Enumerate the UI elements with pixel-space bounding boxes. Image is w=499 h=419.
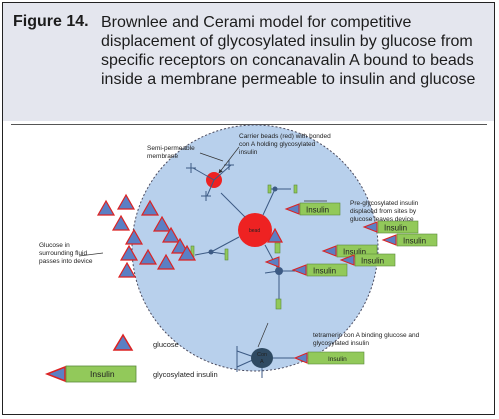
- legend-insulin-icon-bar: [65, 365, 137, 383]
- insulin-unit-7: Insulin: [381, 233, 438, 247]
- svg-text:Insulin: Insulin: [361, 257, 384, 266]
- svg-text:Insulin: Insulin: [343, 248, 366, 257]
- legend-glucose-icon: [112, 333, 134, 351]
- glucose-cluster-outside: [96, 193, 197, 278]
- legend-insulin-icon-triangle: [44, 365, 66, 383]
- diagram: bead: [39, 124, 438, 383]
- semi-permeable-label: Semi-permeable membrane: [147, 145, 197, 160]
- tetrameric-label: tetrameric con A binding glucose and gly…: [313, 332, 421, 347]
- figure-label: Figure 14.: [13, 13, 89, 30]
- legend-glucose-label: glucose: [153, 340, 179, 349]
- tetrameric-con-a: Con A Insulin: [236, 346, 365, 378]
- glucose-surrounding-label: Glucose in surrounding fluid passes into…: [39, 242, 93, 265]
- con-a-branches: [192, 164, 295, 299]
- figure-header: Figure 14. Brownlee and Cerami model for…: [3, 3, 494, 121]
- pre-glycosylated-label: Pre-glycosylated insulin displaced from …: [350, 200, 420, 223]
- bead-label: bead: [249, 228, 260, 234]
- insulin-unit-6: Insulin: [362, 220, 419, 234]
- bound-insulin-bars: [190, 184, 298, 310]
- insulin-unit-1: Insulin: [284, 202, 341, 216]
- legend-glucose: glucose: [112, 333, 179, 351]
- insulin-unit-2: [264, 256, 280, 268]
- con-a-crosses: [186, 160, 234, 201]
- svg-text:Insulin: Insulin: [384, 224, 407, 233]
- legend-glycosylated-insulin: Insulin glycosylated insulin: [44, 365, 218, 383]
- legend-glycosylated-insulin-label: glycosylated insulin: [153, 370, 218, 379]
- glucose-inside: [266, 227, 284, 243]
- figure-caption: Brownlee and Cerami model for competitiv…: [101, 14, 476, 88]
- central-bead: [238, 213, 272, 247]
- figure-frame: Figure 14. Brownlee and Cerami model for…: [2, 2, 495, 415]
- legend-insulin-bar-label: Insulin: [90, 369, 115, 379]
- insulin-unit-5: Insulin: [339, 253, 396, 267]
- svg-text:Insulin: Insulin: [403, 237, 426, 246]
- con-a-label: Con A: [257, 352, 269, 365]
- svg-text:Insulin: Insulin: [306, 206, 329, 215]
- svg-text:Insulin: Insulin: [313, 267, 336, 276]
- annotation-lines: [78, 146, 327, 348]
- semi-permeable-membrane: [131, 124, 379, 372]
- insulin-unit-3: Insulin: [291, 263, 348, 277]
- svg-text:Insulin: Insulin: [328, 356, 347, 363]
- carrier-beads-label: Carrier beads (red) with bonded con A ho…: [239, 133, 333, 156]
- con-a-nodes: [208, 186, 283, 275]
- header-divider: [11, 124, 487, 125]
